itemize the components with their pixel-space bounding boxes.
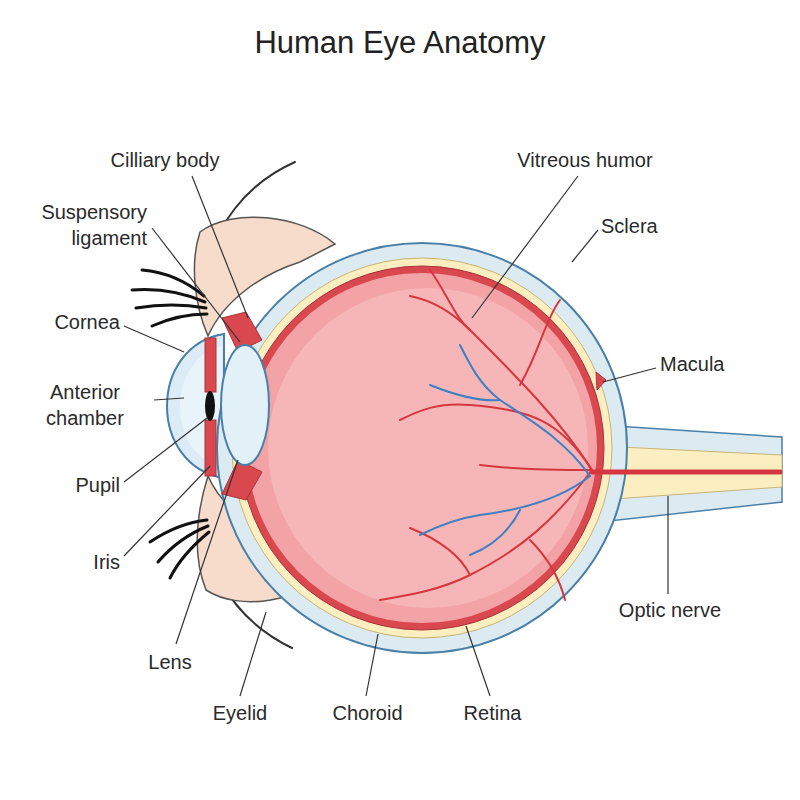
leader-line	[124, 418, 207, 482]
leader-line	[124, 326, 184, 352]
pupil-gap	[205, 391, 215, 421]
eyelash	[152, 314, 207, 326]
artery	[530, 540, 565, 600]
part-label: Pupil	[40, 472, 120, 498]
eyelash	[170, 532, 209, 578]
eyelash	[136, 305, 206, 308]
artery	[520, 300, 560, 385]
ciliary-body	[222, 460, 262, 500]
artery	[400, 404, 592, 470]
artery	[410, 296, 592, 470]
cornea-shape	[167, 334, 224, 478]
blood-vessels	[380, 270, 780, 600]
part-label: Suspensory ligament	[15, 199, 147, 251]
part-label: Macula	[660, 351, 770, 377]
veins	[420, 345, 590, 555]
diagram-title: Human Eye Anatomy	[0, 24, 800, 62]
part-label: Vitreous humor	[495, 147, 675, 173]
leader-line	[176, 460, 238, 644]
part-label: Iris	[40, 549, 120, 575]
leader-line	[124, 466, 210, 556]
artery	[380, 470, 592, 600]
leader-line	[152, 228, 240, 342]
part-label: Cilliary body	[90, 147, 240, 173]
artery	[410, 528, 470, 575]
lens-shape	[221, 345, 269, 465]
vein	[430, 385, 500, 400]
cornea	[167, 334, 224, 478]
part-label: Eyelid	[195, 700, 285, 726]
iris-lower	[205, 420, 216, 476]
part-label: Optic nerve	[590, 597, 750, 623]
part-label: Retina	[445, 700, 540, 726]
leader-line	[472, 176, 578, 318]
vitreous-body	[247, 273, 597, 623]
part-label: Choroid	[320, 700, 415, 726]
leader-line	[572, 230, 598, 262]
vein	[420, 476, 590, 535]
part-label: Cornea	[30, 309, 120, 335]
vitreous-inner	[268, 288, 588, 608]
central-vessel	[592, 470, 780, 475]
leader-line	[192, 176, 248, 318]
artery	[480, 465, 592, 470]
leader-line	[667, 496, 668, 594]
leader-line	[603, 368, 656, 382]
iris-upper	[205, 338, 216, 392]
part-label: Sclera	[601, 213, 691, 239]
leader-line	[240, 612, 266, 696]
leader-line	[466, 626, 490, 696]
retina-layer	[240, 266, 604, 630]
part-label: Anterior chamber	[20, 379, 150, 431]
choroid-layer	[232, 258, 612, 638]
front-structures	[205, 312, 269, 500]
leader-line	[366, 634, 378, 696]
eyelash	[132, 290, 205, 303]
artery	[430, 270, 470, 330]
leader-lines	[124, 176, 668, 696]
sclera-layer	[217, 243, 627, 653]
vein	[470, 510, 520, 555]
part-label: Lens	[130, 649, 210, 675]
leader-line	[154, 398, 184, 400]
vein	[460, 345, 590, 476]
arteries	[380, 270, 592, 600]
eyeball	[217, 243, 627, 653]
